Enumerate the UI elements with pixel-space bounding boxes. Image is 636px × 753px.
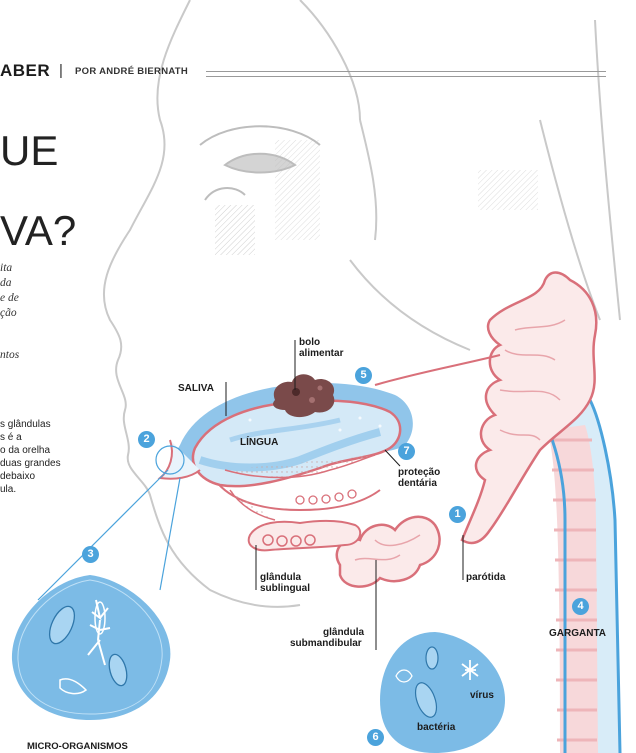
badge-3: 3 [82,546,99,563]
label-micro-organismos: MICRO-ORGANISMOS [27,741,128,752]
nose-hatch [275,140,320,240]
teeth-row-lower [296,490,356,504]
section-title: ABER [0,61,50,81]
badge-7: 7 [398,443,415,460]
sublingual-gland [249,521,361,550]
badge-2: 2 [138,431,155,448]
header-rule [206,71,606,77]
body-line: o da orelha [0,444,50,457]
label-parotida: parótida [466,572,505,583]
lede-line: e de [0,291,19,306]
label-bolo-line2: alimentar [299,348,343,359]
label-virus: vírus [470,690,494,701]
microorganism-drop-left [12,575,170,720]
author-byline: POR ANDRÉ BIERNATH [75,66,188,77]
body-line: debaixo [0,470,35,483]
label-protecao-line1: proteção [398,467,440,478]
badge-6: 6 [367,729,384,746]
lede-line: ita [0,261,12,276]
throat-illustration [530,400,620,753]
label-bacteria: bactéria [417,722,455,733]
headline-line-2: VA? [0,210,76,252]
header-separator: | [59,62,63,79]
lede-line: ntos [0,348,19,363]
body-line: ula. [0,483,16,496]
label-lingua: LÍNGUA [240,437,278,448]
label-submandibular-line2: submandibular [290,638,362,649]
body-line: s é a [0,431,22,444]
body-line: s glândulas [0,418,51,431]
label-protecao-line2: dentária [398,478,437,489]
headline-line-1: UE [0,130,58,172]
ear-hatch [478,170,538,210]
label-saliva: SALIVA [178,383,214,394]
badge-5: 5 [355,367,372,384]
badge-1: 1 [449,506,466,523]
lede-line: da [0,276,12,291]
label-bolo-line1: bolo [299,337,320,348]
cheek-hatch [215,205,255,255]
badge-4: 4 [572,598,589,615]
lede-line: ção [0,306,17,321]
label-sublingual-line1: glândula [260,572,301,583]
label-garganta: GARGANTA [549,628,606,639]
label-sublingual-line2: sublingual [260,583,310,594]
body-line: duas grandes [0,457,61,470]
label-submandibular-line1: glândula [323,627,364,638]
parotid-duct [375,355,500,385]
